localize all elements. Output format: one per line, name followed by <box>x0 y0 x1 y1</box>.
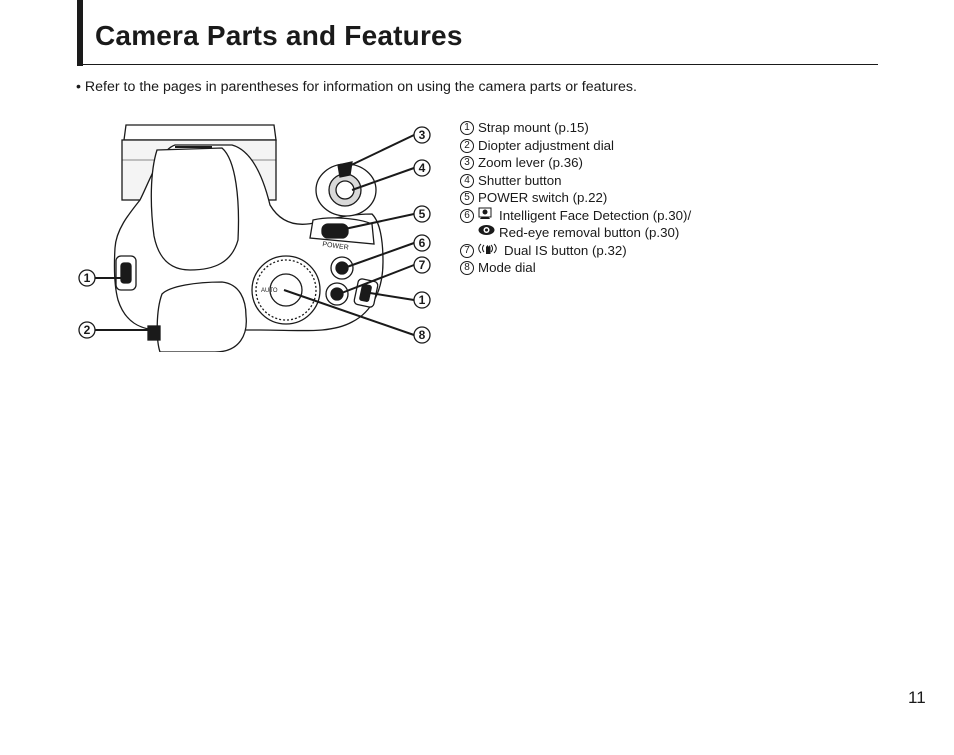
item-number: 7 <box>460 243 474 258</box>
item-number: 8 <box>460 261 474 275</box>
list-item: 6 Intelligent Face Detection (p.30)/ <box>460 207 691 225</box>
item-label: POWER switch (p.22) <box>478 190 608 205</box>
item-number: 3 <box>460 156 474 170</box>
svg-text:1: 1 <box>84 271 91 285</box>
svg-text:1: 1 <box>419 293 426 307</box>
page-title: Camera Parts and Features <box>95 20 463 51</box>
svg-text:6: 6 <box>419 236 426 250</box>
item-label: Shutter button <box>478 172 562 188</box>
list-item-continuation: Red-eye removal button (p.30) <box>460 224 691 242</box>
red-eye-icon <box>478 225 495 235</box>
callout-6: 6 <box>413 234 431 252</box>
svg-text:4: 4 <box>419 161 426 175</box>
title-accent-bar <box>77 0 83 66</box>
callout-3: 3 <box>413 126 431 144</box>
svg-text:3: 3 <box>419 128 426 142</box>
dual-is-icon <box>478 243 497 254</box>
callout-7: 7 <box>413 256 431 274</box>
item-label: Dual IS button (p.32) <box>504 242 627 258</box>
item-label: Intelligent Face Detection (p.30)/ <box>499 207 692 223</box>
svg-text:2: 2 <box>84 323 91 337</box>
list-item: 2 Diopter adjustment dial <box>460 137 691 155</box>
callout-5: 5 <box>413 205 431 223</box>
item-label: Strap mount (p.15) <box>478 120 589 135</box>
face-detection-icon <box>478 207 492 219</box>
svg-text:7: 7 <box>419 258 426 272</box>
callout-8: 8 <box>413 326 431 344</box>
item-label: Red-eye removal button (p.30) <box>499 225 680 240</box>
item-label: Diopter adjustment dial <box>478 137 614 153</box>
item-label: Zoom lever (p.36) <box>478 155 583 170</box>
intro-text: • Refer to the pages in parentheses for … <box>76 79 637 95</box>
list-item: 7 Dual IS button (p.32) <box>460 242 691 260</box>
callout-1-right: 1 <box>413 291 431 309</box>
item-number: 6 <box>460 208 474 223</box>
item-number: 2 <box>460 138 474 153</box>
svg-text:8: 8 <box>419 328 426 342</box>
title-rule <box>77 64 878 65</box>
callout-4: 4 <box>413 159 431 177</box>
parts-list: 1 Strap mount (p.15) 2 Diopter adjustmen… <box>460 119 691 277</box>
list-item: 1 Strap mount (p.15) <box>460 119 691 137</box>
callout-1-left: 1 <box>78 269 96 287</box>
callout-2: 2 <box>78 321 96 339</box>
auto-engraving: AUTO <box>261 288 278 294</box>
power-engraving: POWER <box>322 241 349 252</box>
list-item: 4 Shutter button <box>460 172 691 190</box>
svg-text:5: 5 <box>419 207 426 221</box>
list-item: 5 POWER switch (p.22) <box>460 189 691 207</box>
item-number: 1 <box>460 121 474 135</box>
item-number: 4 <box>460 173 474 188</box>
list-item: 8 Mode dial <box>460 259 691 277</box>
list-item: 3 Zoom lever (p.36) <box>460 154 691 172</box>
item-number: 5 <box>460 191 474 205</box>
page-number: 11 <box>908 688 926 707</box>
item-label: Mode dial <box>478 260 536 275</box>
camera-top-illustration: POWER AUTO 1 2 3 4 5 6 7 1 8 <box>78 124 431 352</box>
